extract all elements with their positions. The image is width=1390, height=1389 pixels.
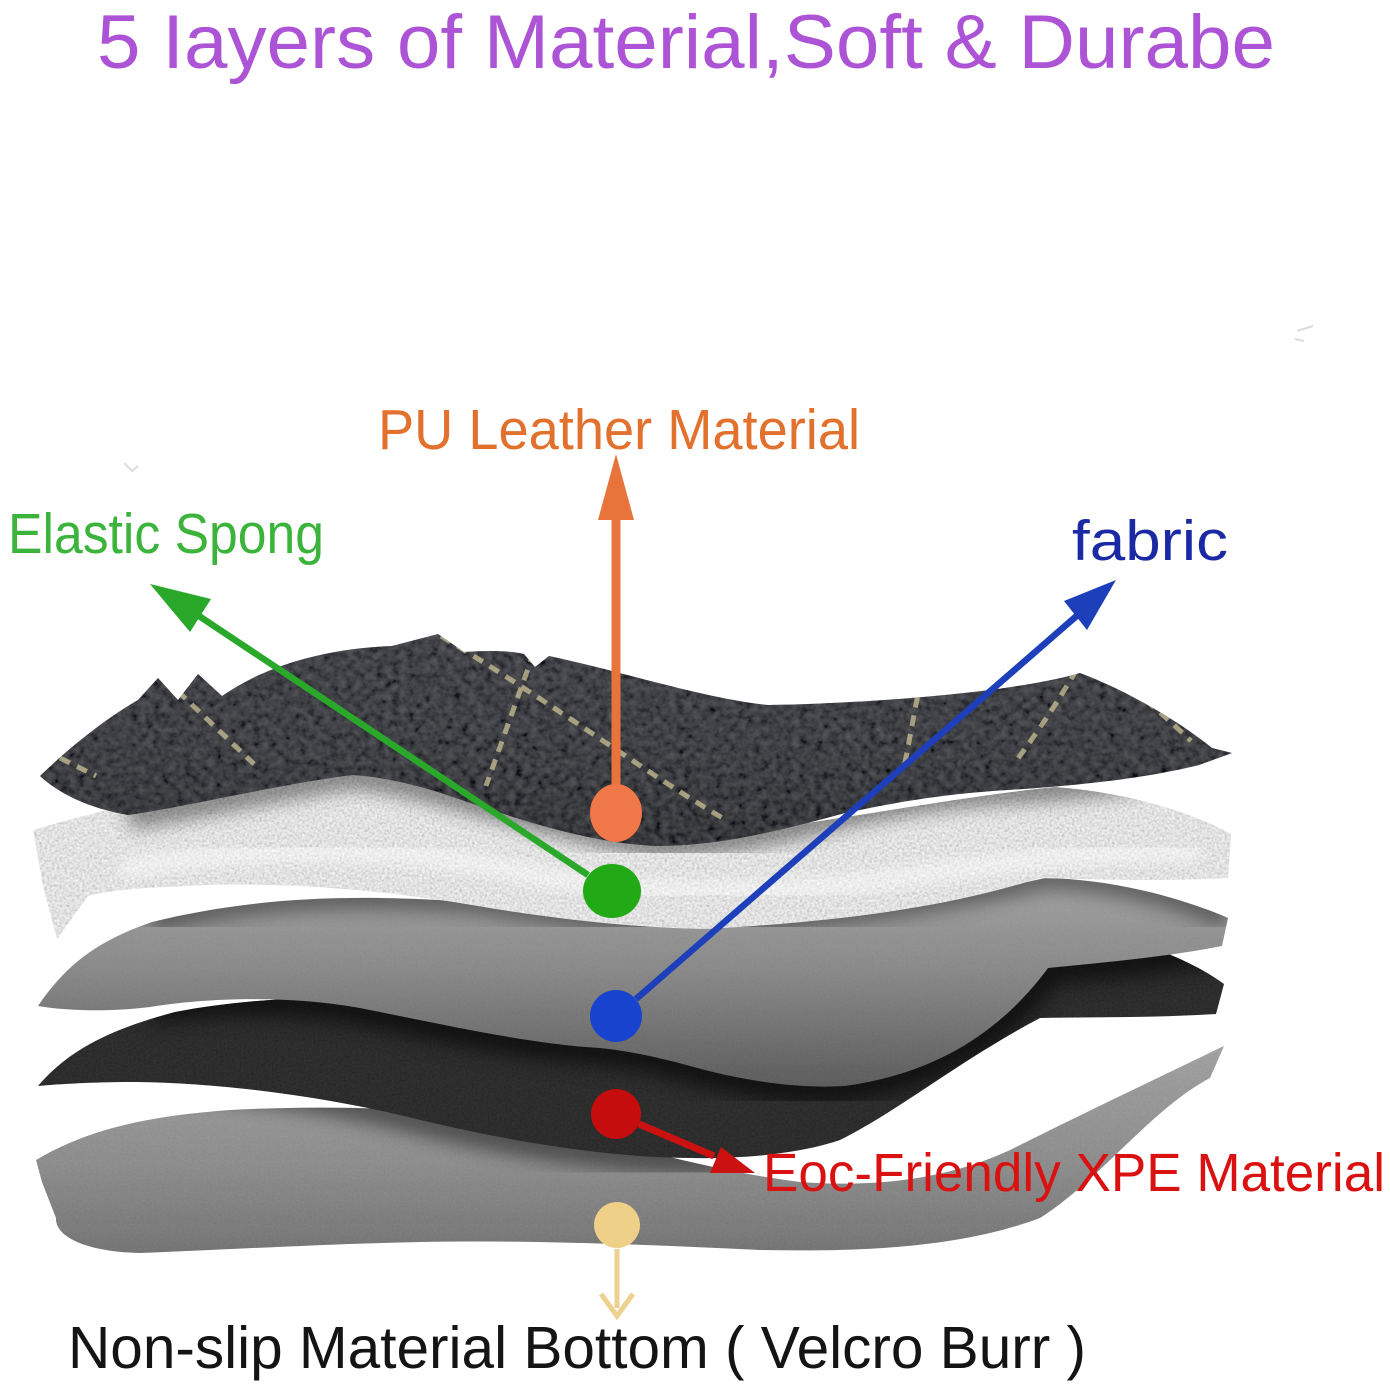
pu-leather-label: PU Leather Material (378, 398, 860, 462)
annotation-markers (150, 454, 1116, 1321)
non-slip-label: Non-slip Material Bottom ( Velcro Burr ) (68, 1315, 1086, 1381)
xpe-label: Eoc-Friendly XPE Material (763, 1143, 1385, 1203)
fabric-label: fabric (1072, 509, 1228, 573)
elastic-sponge-dot (583, 864, 641, 918)
page-title: 5 Iayers of Material,Soft & Durabe (97, 0, 1275, 85)
fabric-arrow (633, 580, 1116, 1002)
scan-artifacts (123, 325, 1314, 473)
elastic-sponge-label: Elastic Spong (8, 502, 324, 566)
elastic-sponge-arrow (150, 584, 590, 878)
xpe-arrow (637, 1120, 755, 1173)
non-slip-dot (594, 1202, 640, 1248)
pu-leather-arrow (598, 454, 634, 786)
pu-leather-dot (590, 784, 642, 842)
fabric-dot (590, 990, 642, 1042)
non-slip-arrow (598, 1249, 636, 1321)
xpe-dot (591, 1089, 641, 1139)
